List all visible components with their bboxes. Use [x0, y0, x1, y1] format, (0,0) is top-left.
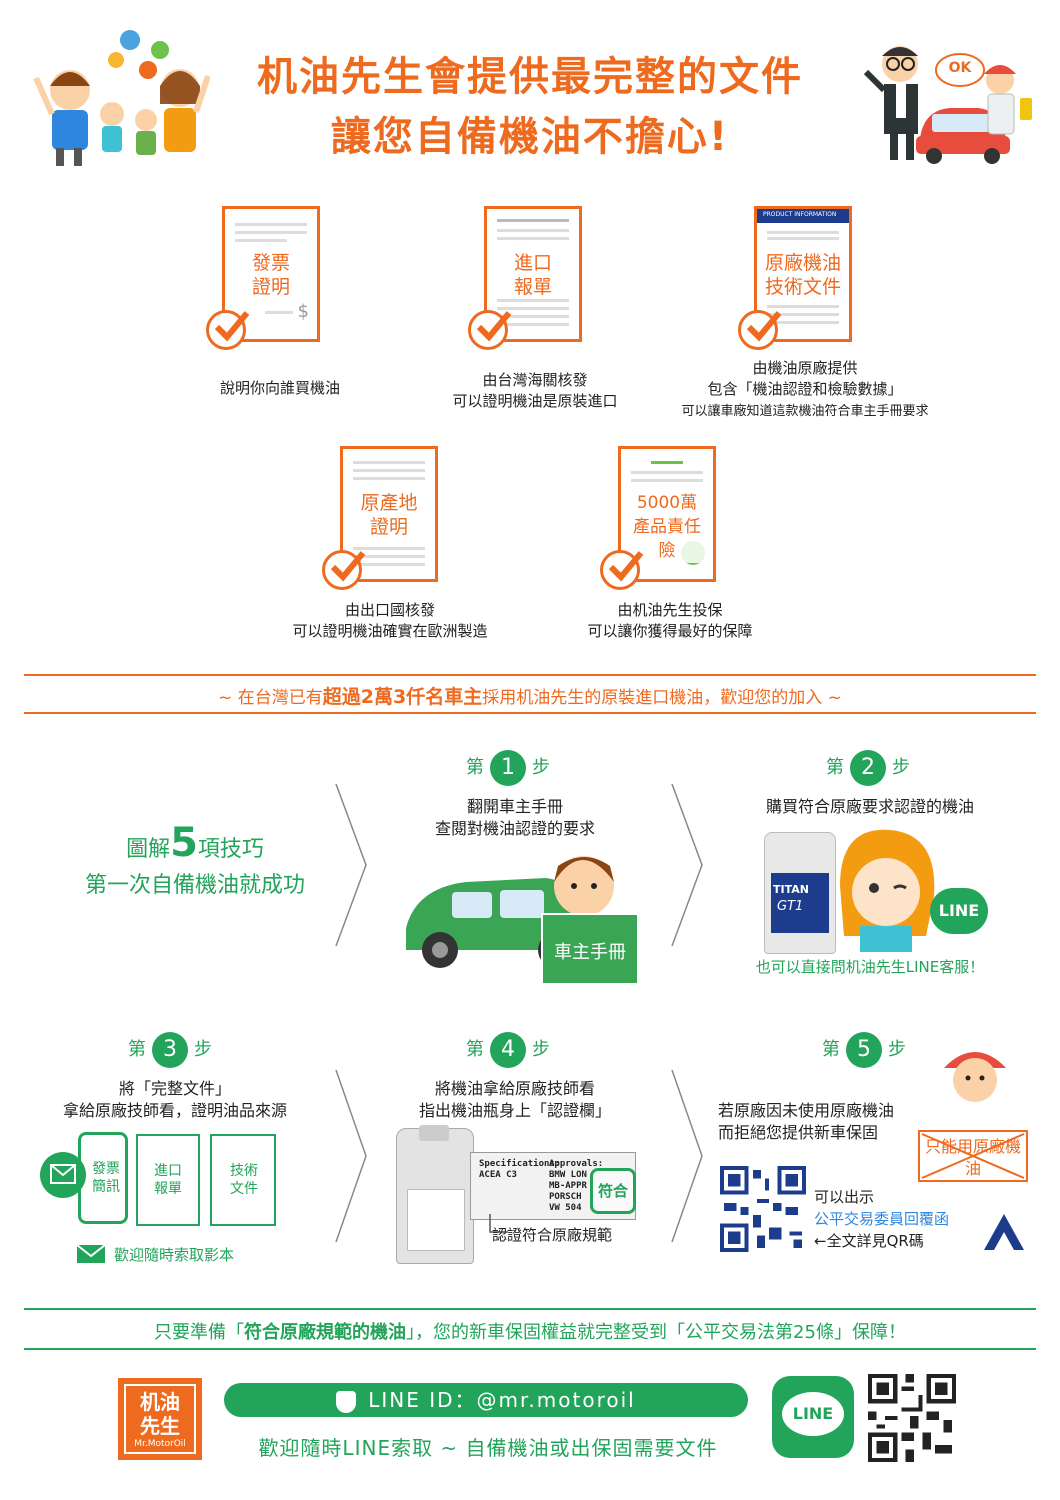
chevron-right-icon: [335, 783, 367, 947]
doc-invoice-caption: 說明你向誰買機油: [219, 379, 340, 397]
doc-technical-label: 原廠機油技術文件: [761, 251, 845, 299]
doc-origin-label: 原產地證明: [347, 491, 431, 539]
cross-icon: [921, 1133, 1025, 1179]
line-app-label: LINE: [792, 1404, 834, 1423]
footer-tagline: 歡迎隨時LINE索取 ~ 自備機油或出保固需要文件: [258, 1436, 718, 1460]
doc-import-declaration: 進口報單: [484, 206, 582, 342]
approval-stamp: 符合: [590, 1168, 636, 1214]
mini-doc-import-label: 進口報單: [154, 1163, 182, 1197]
phone-icon: [78, 1132, 128, 1224]
line-id-pill[interactable]: LINE ID：@mr.motoroil: [224, 1383, 748, 1417]
doc-origin-certificate: 原產地證明: [340, 446, 438, 582]
step-2-note: 也可以直接問机油先生LINE客服！: [755, 958, 985, 976]
line-badge[interactable]: LINE: [930, 888, 988, 934]
chevron-right-icon: [671, 783, 703, 947]
brand-logo: 机油 先生 Mr.MotorOil: [118, 1378, 202, 1460]
mini-doc-invoice: 發票簡訊: [92, 1161, 120, 1195]
tips-heading: 圖解5項技巧 第一次自備機油就成功: [84, 820, 305, 898]
step-5-text: 若原廠因未使用原廠機油而拒絕您提供新車保固: [718, 1101, 895, 1142]
line-qr-code[interactable]: [868, 1374, 956, 1462]
doc-heading: PRODUCT INFORMATION: [763, 211, 837, 218]
ftc-logo-icon: [984, 1214, 1024, 1250]
step-4-text: 將機油拿給原廠技師看指出機油瓶身上「認證欄」: [418, 1079, 611, 1120]
check-icon: [206, 310, 250, 350]
divider: [24, 1348, 1036, 1350]
doc-invoice: $ 發票證明: [222, 206, 320, 342]
doc-invoice-label: 發票證明: [229, 251, 313, 299]
qr-note: 可以出示 公平交易委員回覆函 ←全文詳見QR碼: [814, 1188, 950, 1250]
warranty-banner: 只要準備「符合原廠規範的機油」，您的新車保固權益就完整受到「公平交易法第25條」…: [154, 1322, 906, 1343]
doc-insurance-label: 5000萬產品責任險: [625, 491, 709, 563]
doc-insurance-caption: 由机油先生投保可以讓你獲得最好的保障: [587, 601, 753, 640]
check-icon: [600, 550, 644, 590]
step-1-text: 翻開車主手冊查閱對機油認證的要求: [434, 797, 595, 838]
bottle-brand: TITAN: [773, 883, 809, 896]
mechanic-car-illustration: OK: [860, 38, 1040, 168]
family-illustration: [30, 28, 211, 168]
doc-origin-caption: 由出口國核發可以證明機油確實在歐洲製造: [292, 601, 488, 640]
mini-doc-technical: [210, 1134, 276, 1226]
car-owner-manual-illustration: 車主手冊: [396, 838, 646, 988]
ftc-qr-code[interactable]: [720, 1166, 806, 1252]
customer-banner: ~ 在台灣已有超過2萬3仟名車主採用机油先生的原裝進口機油，歡迎您的加入 ~: [218, 686, 842, 708]
girl-illustration: [830, 826, 940, 952]
divider: [24, 674, 1036, 676]
page-title-line1: 机油先生會提供最完整的文件: [257, 54, 803, 100]
page-title-line2: 讓您自備機油不擔心!: [330, 114, 730, 160]
shield-icon: [336, 1390, 357, 1413]
divider: [24, 712, 1036, 714]
bottle-model: GT1: [777, 899, 804, 914]
divider: [24, 1308, 1036, 1310]
step-4-label-note: 認證符合原廠規範: [492, 1226, 613, 1244]
doc-technical-caption: 由機油原廠提供包含「機油認證和檢驗數據」可以讓車廠知道這款機油符合車主手冊要求: [681, 359, 929, 419]
mini-doc-technical-label: 技術文件: [230, 1163, 258, 1197]
mini-doc-import: [136, 1134, 200, 1226]
oil-bottle-illustration: TITAN GT1: [764, 832, 836, 954]
oil-bottle-back-illustration: [396, 1125, 474, 1264]
pointer-line: [489, 1214, 508, 1233]
chevron-right-icon: [335, 1069, 367, 1243]
doc-import-caption: 由台灣海關核發可以證明機油是原裝進口: [452, 371, 618, 410]
mail-note: 歡迎隨時索取影本: [114, 1246, 235, 1264]
envelope-icon: [76, 1244, 106, 1263]
check-icon: [468, 310, 512, 350]
envelope-icon: [50, 1164, 76, 1184]
chevron-right-icon: [671, 1069, 703, 1243]
dollar-icon: $: [297, 301, 309, 322]
line-app-button[interactable]: LINE: [772, 1376, 854, 1458]
doc-technical-info: PRODUCT INFORMATION 原廠機油技術文件: [754, 206, 852, 342]
mechanic-illustration: [940, 1040, 1010, 1130]
doc-import-label: 進口報單: [491, 251, 575, 299]
step-2-text: 購買符合原廠要求認證的機油: [765, 797, 974, 816]
ok-bubble-text: OK: [948, 60, 972, 76]
owner-manual-label: 車主手冊: [554, 942, 626, 963]
check-icon: [738, 310, 782, 350]
check-icon: [322, 550, 366, 590]
step-3-text: 將「完整文件」拿給原廠技師看，證明油品來源: [62, 1079, 287, 1120]
